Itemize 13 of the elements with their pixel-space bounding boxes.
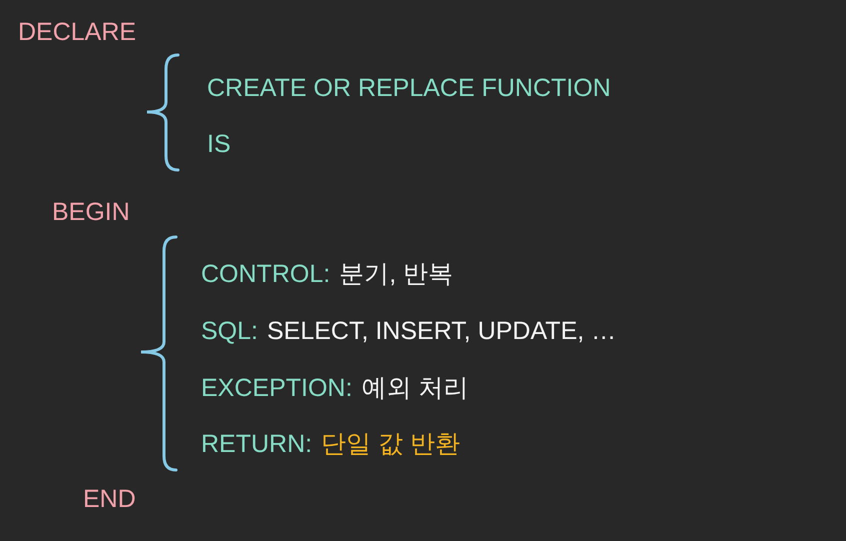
keyword-text: END [83, 484, 136, 514]
description-text: 분기, 반복 [339, 259, 454, 289]
description-text: SELECT, INSERT, UPDATE, … [266, 316, 616, 346]
code-text: IS [207, 129, 231, 159]
code-text: SQL: [201, 316, 258, 346]
keyword-text: DECLARE [18, 17, 136, 47]
code-text: RETURN: [201, 429, 312, 459]
description-text: 단일 값 반환 [321, 429, 460, 459]
description-text: 예외 처리 [361, 373, 468, 403]
keyword-text: BEGIN [52, 197, 130, 227]
code-text: CONTROL: [201, 259, 330, 289]
code-text: CREATE OR REPLACE FUNCTION [207, 73, 611, 103]
code-text: EXCEPTION: [201, 373, 352, 403]
